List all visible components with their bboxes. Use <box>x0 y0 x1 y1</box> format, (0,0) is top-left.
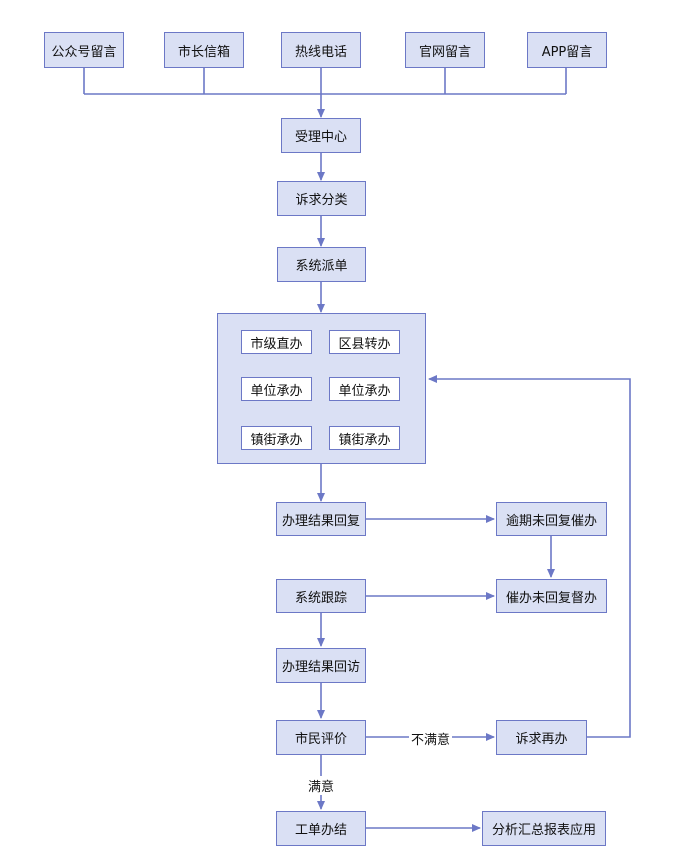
unsatisfied-edge-label: 不满意 <box>409 729 453 748</box>
report-label: 分析汇总报表应用 <box>491 823 596 838</box>
accept-center-box: 受理中心 <box>281 118 361 153</box>
finish-label: 工单办结 <box>294 823 347 838</box>
satisfied-edge-label: 满意 <box>306 776 337 795</box>
town-handle-left-label: 镇街承办 <box>250 432 303 448</box>
report-box: 分析汇总报表应用 <box>482 811 606 846</box>
unit-handle-right-label: 单位承办 <box>338 383 391 399</box>
source-mayor-mailbox-box: 市长信箱 <box>164 32 244 68</box>
revisit-label: 办理结果回访 <box>281 660 360 675</box>
revisit-box: 办理结果回访 <box>276 648 366 683</box>
finish-box: 工单办结 <box>276 811 366 846</box>
source-website-box: 官网留言 <box>405 32 485 68</box>
supervise-label: 催办未回复督办 <box>505 590 597 606</box>
overdue-box: 逾期未回复催办 <box>496 502 607 536</box>
evaluate-label: 市民评价 <box>294 732 347 747</box>
supervise-box: 催办未回复督办 <box>496 579 607 613</box>
dispatch-label: 系统派单 <box>295 259 348 274</box>
arrow-redo-loop <box>428 375 631 738</box>
source-wechat-box: 公众号留言 <box>44 32 124 68</box>
source-wechat-label: 公众号留言 <box>51 44 117 60</box>
reply-box: 办理结果回复 <box>276 502 366 536</box>
classify-label: 诉求分类 <box>295 193 348 208</box>
city-direct-box: 市级直办 <box>241 330 312 354</box>
unit-handle-left-label: 单位承办 <box>250 383 303 399</box>
source-mayor-mailbox-label: 市长信箱 <box>177 44 230 60</box>
source-hotline-box: 热线电话 <box>281 32 361 68</box>
overdue-label: 逾期未回复催办 <box>505 513 597 529</box>
tracking-box: 系统跟踪 <box>276 579 366 613</box>
town-handle-left-box: 镇街承办 <box>241 426 312 450</box>
city-direct-label: 市级直办 <box>250 336 303 352</box>
county-transfer-box: 区县转办 <box>329 330 400 354</box>
county-transfer-label: 区县转办 <box>338 336 391 352</box>
evaluate-box: 市民评价 <box>276 720 366 755</box>
source-app-box: APP留言 <box>527 32 607 68</box>
classify-box: 诉求分类 <box>277 181 366 216</box>
town-handle-right-label: 镇街承办 <box>338 432 391 448</box>
source-hotline-label: 热线电话 <box>294 44 347 60</box>
redo-label: 诉求再办 <box>515 732 568 747</box>
town-handle-right-box: 镇街承办 <box>329 426 400 450</box>
tracking-label: 系统跟踪 <box>294 590 347 606</box>
redo-box: 诉求再办 <box>496 720 587 755</box>
unit-handle-right-box: 单位承办 <box>329 377 400 401</box>
dispatch-box: 系统派单 <box>277 247 366 282</box>
reply-label: 办理结果回复 <box>281 513 360 529</box>
accept-center-label: 受理中心 <box>294 130 347 145</box>
source-website-label: 官网留言 <box>418 44 471 60</box>
source-app-label: APP留言 <box>541 44 593 60</box>
unit-handle-left-box: 单位承办 <box>241 377 312 401</box>
